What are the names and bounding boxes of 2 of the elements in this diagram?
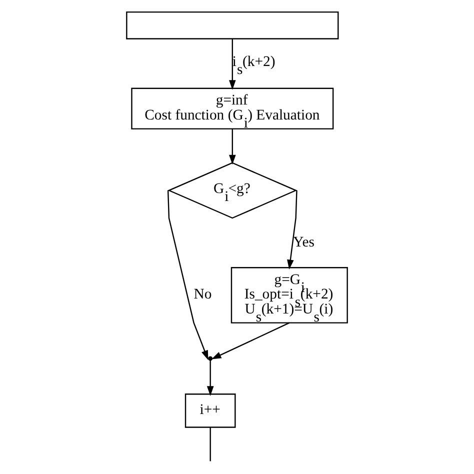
edge-label: No (194, 286, 212, 303)
edge-label: Yes (293, 234, 314, 250)
